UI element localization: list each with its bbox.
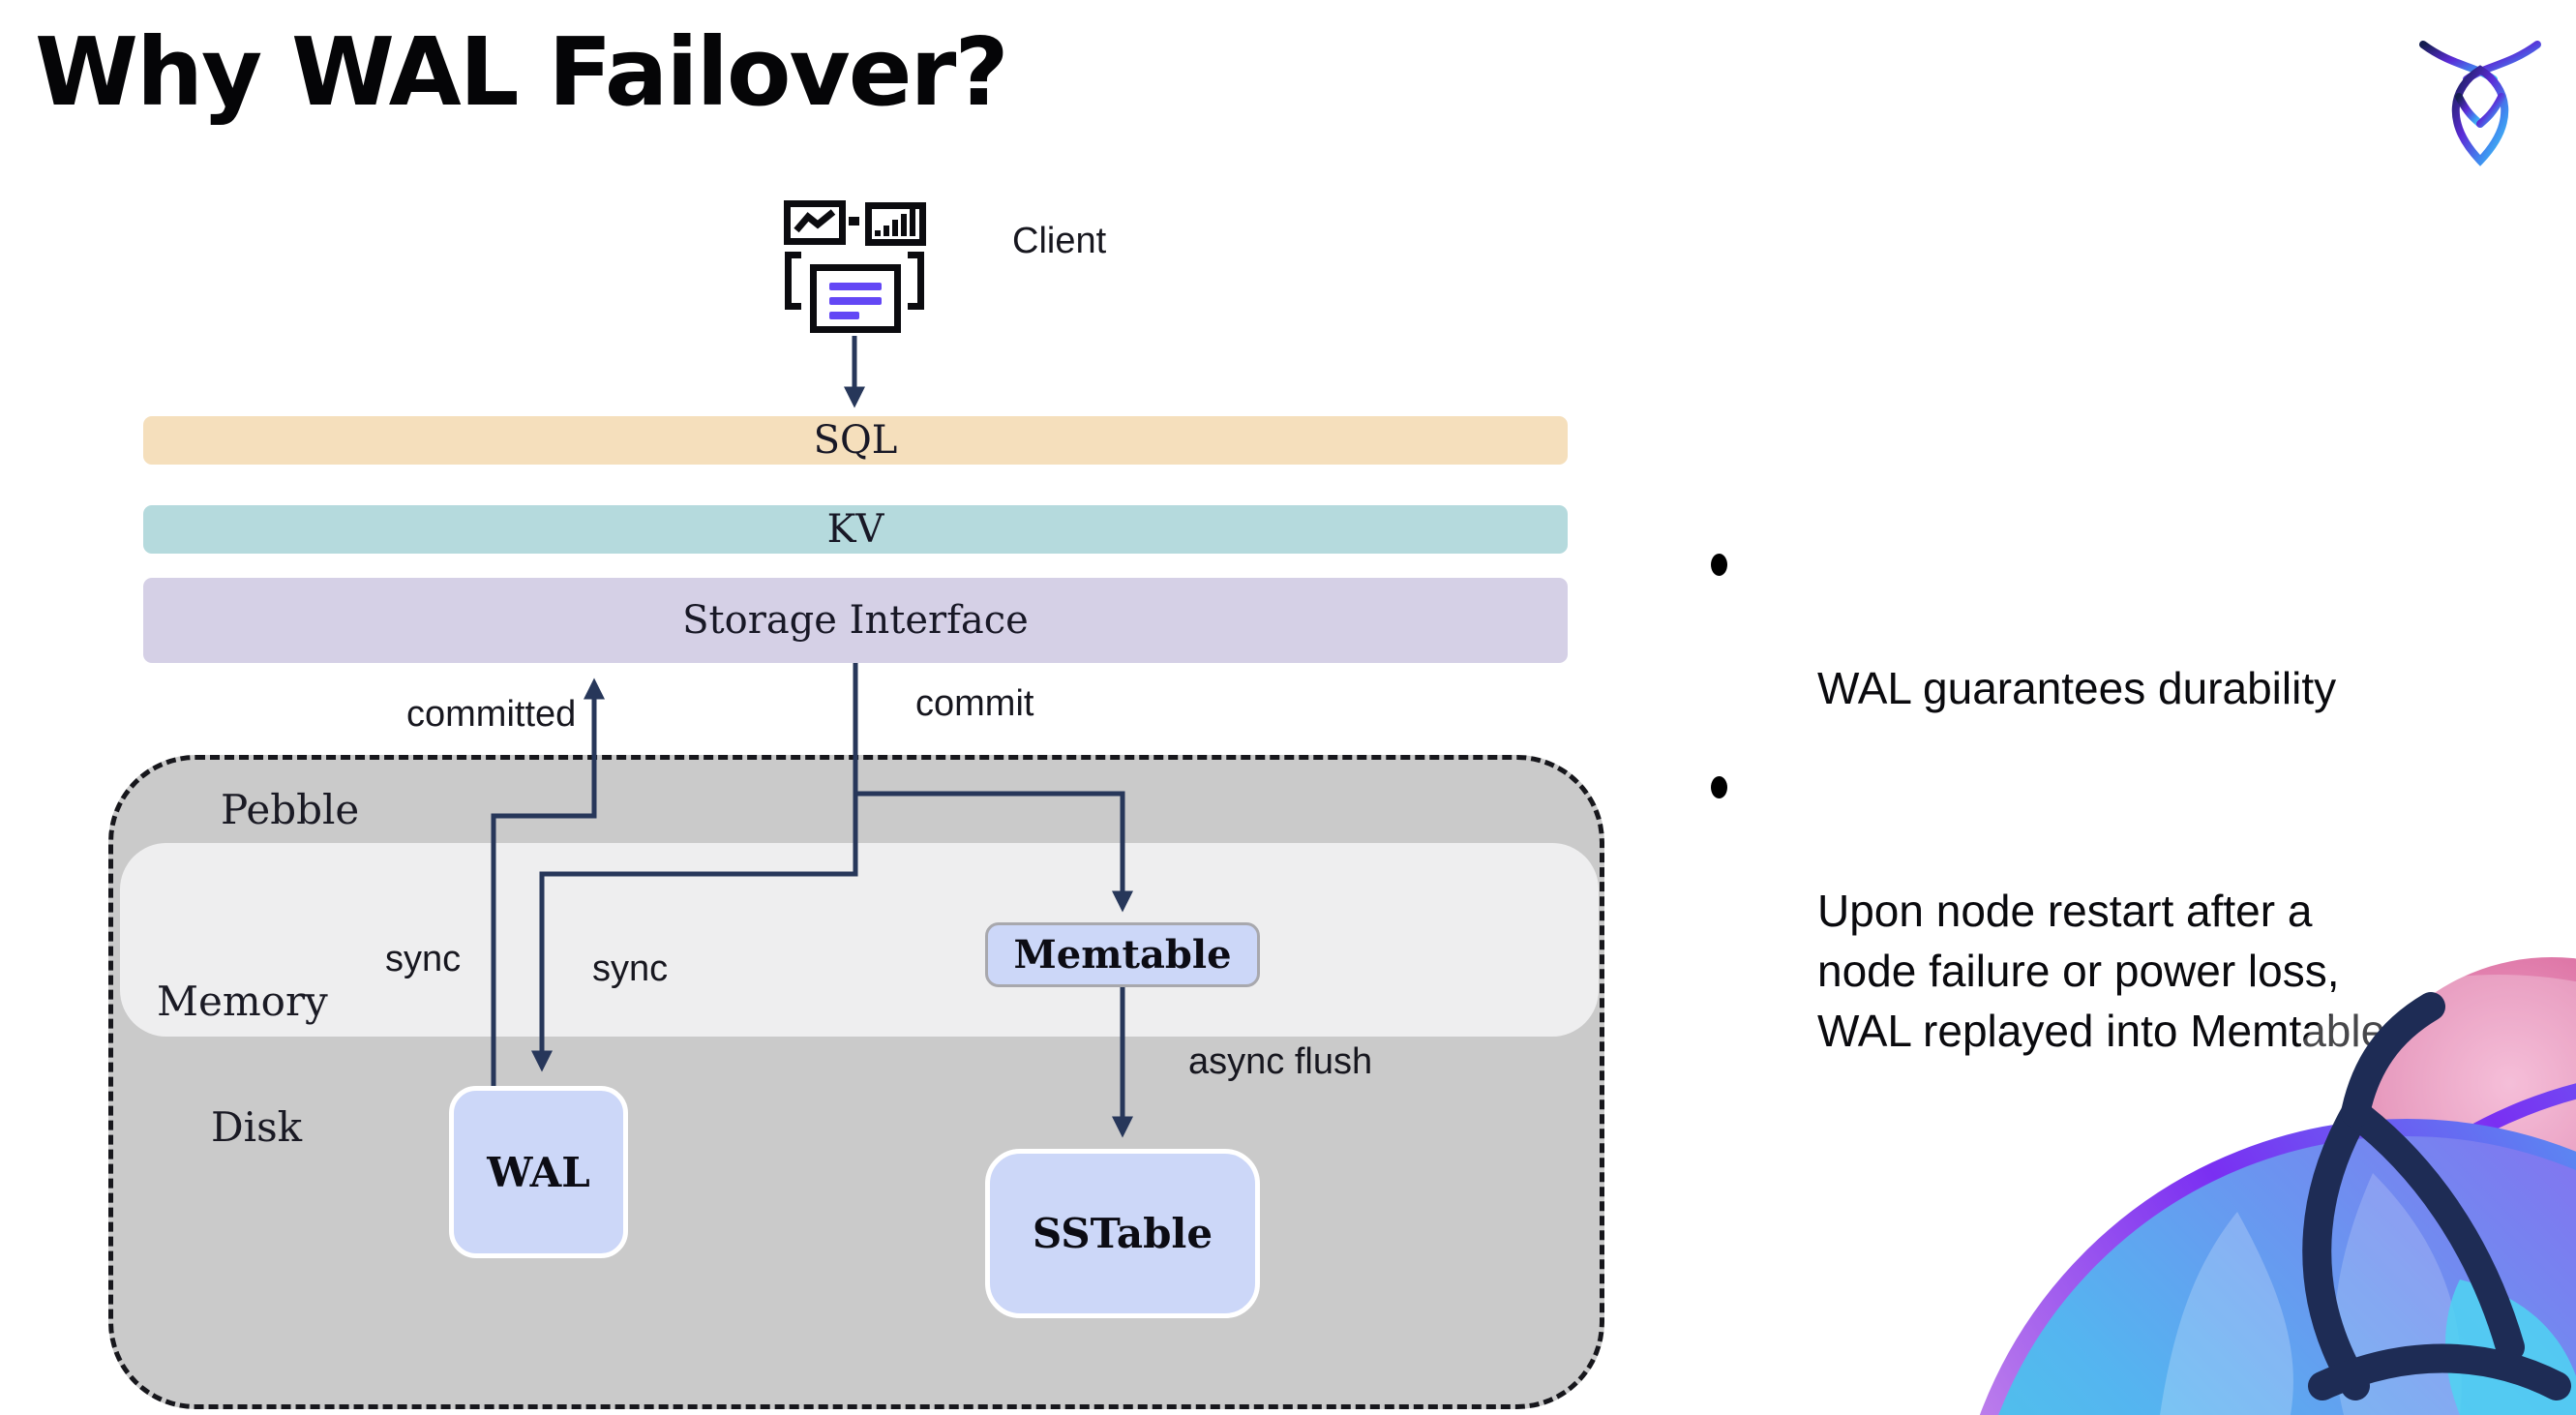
sstable-label: SSTable xyxy=(1032,1210,1213,1257)
edge-label-sync-left: sync xyxy=(385,939,462,979)
layer-sql: SQL xyxy=(143,416,1568,465)
layer-kv: KV xyxy=(143,505,1568,554)
client-label: Client xyxy=(1012,221,1107,261)
monitor-connector-dash xyxy=(849,217,859,226)
bullet-text: Upon node restart after a node failure o… xyxy=(1817,886,2386,1056)
bullet-dot-icon xyxy=(1711,776,1727,798)
edge-label-committed: committed xyxy=(406,694,577,735)
document-icon xyxy=(810,264,901,333)
bullet-list: WAL guarantees durability Upon node rest… xyxy=(1705,538,2518,1061)
node-memtable: Memtable xyxy=(985,922,1260,987)
layer-storage-interface: Storage Interface xyxy=(143,578,1568,663)
layer-storage-interface-label: Storage Interface xyxy=(682,598,1029,643)
edge-label-async-flush: async flush xyxy=(1188,1041,1373,1082)
memory-band xyxy=(120,843,1599,1037)
bar-chart-monitor-icon xyxy=(865,202,926,246)
disk-label: Disk xyxy=(211,1103,303,1151)
wal-label: WAL xyxy=(487,1148,590,1196)
cockroachdb-logo-icon xyxy=(2419,41,2541,166)
page-title: Why WAL Failover? xyxy=(35,17,1009,127)
bullet-text: WAL guarantees durability xyxy=(1817,663,2337,713)
document-line xyxy=(829,312,859,319)
pebble-label: Pebble xyxy=(221,786,360,833)
document-line xyxy=(829,283,882,290)
node-sstable: SSTable xyxy=(985,1149,1260,1318)
line-chart-monitor-icon xyxy=(784,200,846,245)
layer-sql-label: SQL xyxy=(813,418,898,463)
bracket-right-icon xyxy=(908,252,924,310)
bullet-item: Upon node restart after a node failure o… xyxy=(1705,761,2518,1061)
layer-kv-label: KV xyxy=(826,507,884,552)
edge-label-commit: commit xyxy=(915,683,1034,724)
bullet-dot-icon xyxy=(1711,554,1727,576)
document-line xyxy=(829,297,882,305)
edge-label-sync-right: sync xyxy=(592,948,669,989)
memtable-label: Memtable xyxy=(1013,932,1232,978)
node-wal: WAL xyxy=(449,1086,628,1258)
bracket-left-icon xyxy=(785,252,801,310)
memory-label: Memory xyxy=(157,978,328,1025)
bullet-item: WAL guarantees durability xyxy=(1705,538,2518,718)
